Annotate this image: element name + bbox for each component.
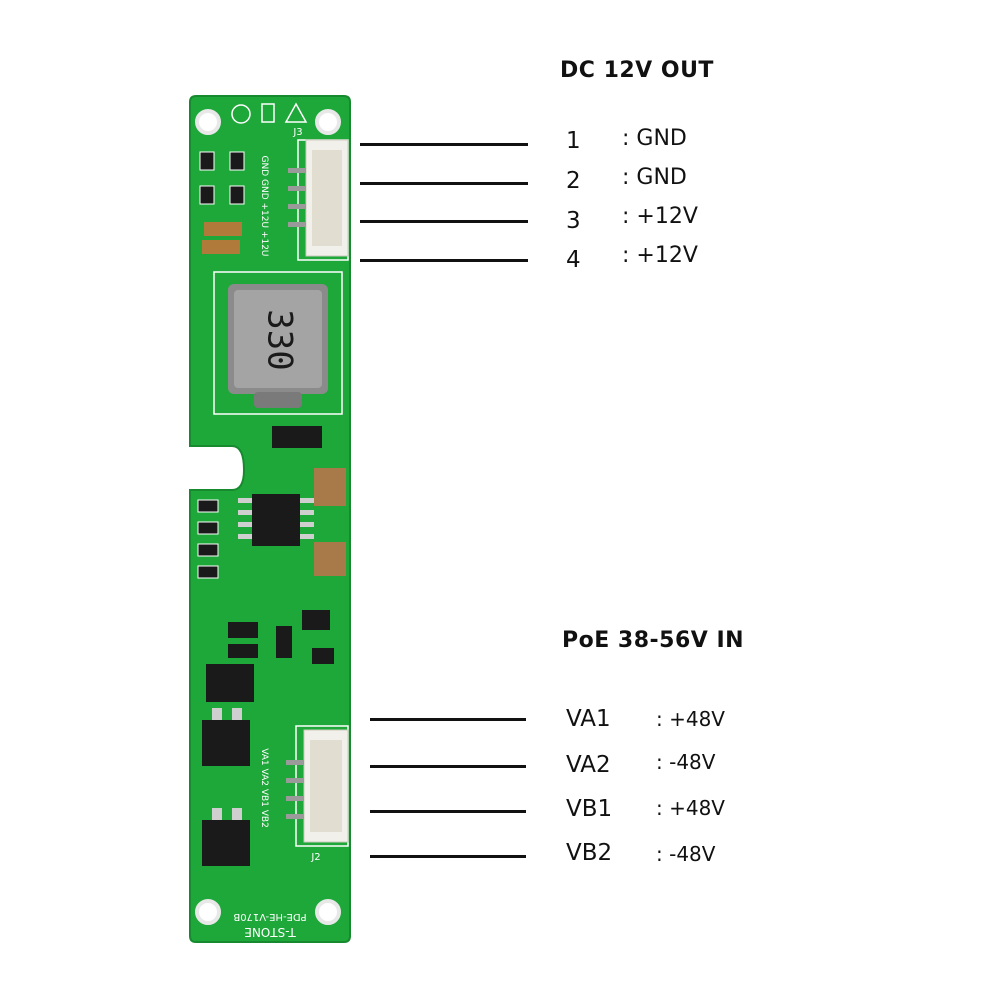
output-pin-1-line [360,143,528,146]
connector-j3: J3 GND GND +12U +12U [259,127,349,261]
output-pin-1-number: 1 [566,128,581,154]
bridge-rectifiers [202,664,254,866]
input-pin-vb1-value: : +48V [656,796,725,820]
output-pin-2-value: : GND [622,165,687,190]
connector-j2: J2 VA1 VA2 VB1 VB2 [259,725,349,863]
connector-j2-ref: J2 [310,852,320,863]
input-pin-va1-line [370,718,526,721]
ic-u1 [238,494,314,546]
transistor-q1 [302,610,330,630]
input-pin-vb2-line [370,855,526,858]
output-pin-4-number: 4 [566,247,581,273]
diode-d5 [276,626,292,658]
output-pin-4-value: : +12V [622,243,698,268]
top-passives [199,151,245,254]
mounting-holes [195,109,341,925]
input-pin-vb2-name: VB2 [566,840,613,866]
input-pin-va2-name: VA2 [566,752,611,778]
output-pin-2-number: 2 [566,168,581,194]
input-pin-vb2-value: : -48V [656,842,716,866]
output-heading: DC 12V OUT [560,58,714,83]
output-pin-4-line [360,259,528,262]
diode-d8 [312,648,334,664]
output-pin-1-value: : GND [622,126,687,151]
input-pin-va2-line [370,765,526,768]
capacitor-c11 [228,644,258,658]
capacitor-c2 [314,542,346,576]
connector-j2-pin-labels: VA1 VA2 VB1 VB2 [259,748,269,828]
cert-logos [231,102,308,124]
input-pin-va1-name: VA1 [566,706,611,732]
input-pin-vb1-name: VB1 [566,796,613,822]
diode-d7 [272,426,322,448]
connector-j3-ref: J3 [292,127,302,138]
output-pin-3-value: : +12V [622,204,698,229]
board-brand-label: T-STONE [244,925,297,939]
capacitor-c6 [314,468,346,506]
input-pin-vb1-line [370,810,526,813]
output-pin-3-number: 3 [566,208,581,234]
input-heading: PoE 38-56V IN [562,628,745,653]
input-pin-va2-value: : -48V [656,750,716,774]
board-model-label: PDE-HE-V170B [233,911,306,922]
output-pin-3-line [360,220,528,223]
resistor-grid [197,499,219,579]
inductor: 330 [213,271,343,415]
output-pin-2-line [360,182,528,185]
resistor-r11 [228,622,258,638]
connector-j3-pin-labels: GND GND +12U +12U [259,155,269,256]
input-pin-va1-value: : +48V [656,707,725,731]
inductor-marking: 330 [260,309,300,370]
